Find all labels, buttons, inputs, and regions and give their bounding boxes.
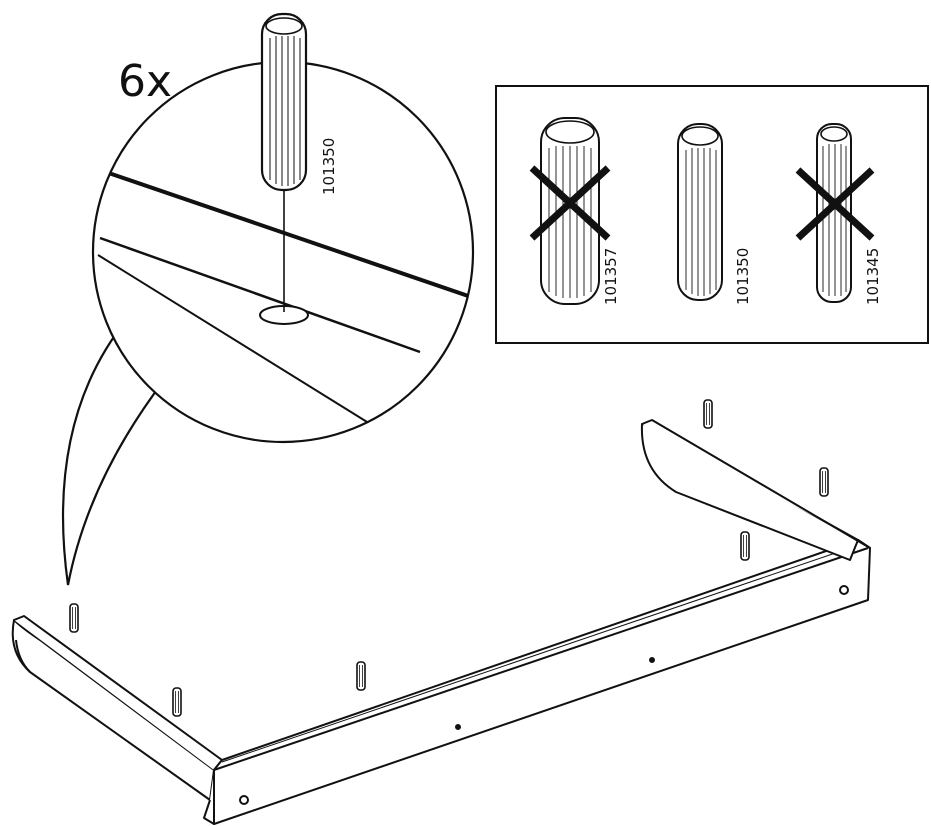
dowel-icon — [540, 117, 600, 305]
dowel-option-3-part-number: 101345 — [864, 248, 882, 305]
dowel-option-2-part-number: 101350 — [734, 248, 752, 305]
cross-icon — [529, 165, 611, 241]
callout-quantity: 6x — [118, 56, 172, 107]
frame-assembly — [11, 419, 871, 825]
dowel-icon — [703, 399, 713, 429]
dowel-icon — [677, 123, 723, 301]
left-side-panel — [11, 619, 215, 801]
dowel-selection-box: 101357 101350 — [495, 85, 929, 344]
magnifier-callout: 6x 101350 — [61, 12, 475, 586]
cam-screw — [239, 795, 249, 805]
dowel-option-2: 101350 — [677, 123, 752, 305]
dowel-icon — [172, 687, 182, 717]
dowel-option-3: 101345 — [795, 123, 882, 305]
frame-dowels — [69, 399, 829, 717]
dowel-icon — [816, 123, 852, 303]
front-rail — [213, 539, 871, 825]
dowel-option-1: 101357 — [529, 117, 620, 305]
callout-part-number: 101350 — [320, 138, 338, 195]
cross-icon — [795, 167, 875, 241]
cam-screw — [649, 657, 655, 663]
dowel-icon — [740, 531, 750, 561]
dowel-icon — [356, 661, 366, 691]
dowel-option-1-part-number: 101357 — [602, 248, 620, 305]
cam-screw — [839, 585, 849, 595]
dowel-icon — [819, 467, 829, 497]
dowel-icon — [260, 12, 308, 192]
dowel-icon — [69, 603, 79, 633]
cam-screw — [455, 724, 461, 730]
